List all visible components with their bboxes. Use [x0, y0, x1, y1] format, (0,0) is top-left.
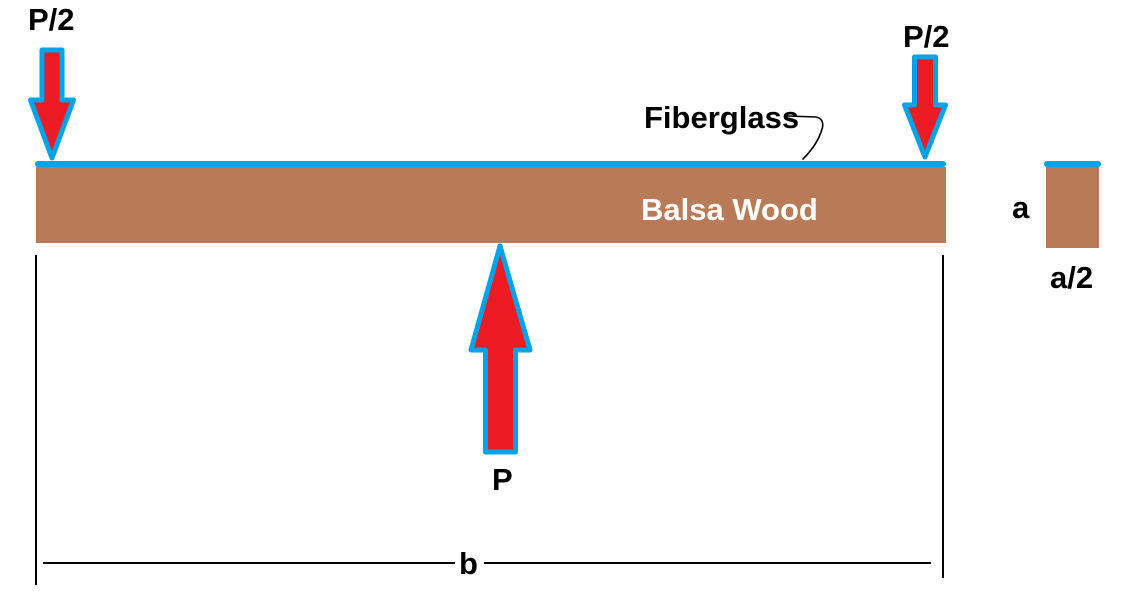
- load-label-left: P/2: [28, 2, 75, 37]
- span-label: b: [459, 546, 478, 581]
- load-arrow-right-down: [902, 54, 948, 160]
- fiberglass-label: Fiberglass: [644, 100, 800, 135]
- load-label-center: P: [492, 462, 513, 497]
- section-width-label: a/2: [1050, 260, 1094, 295]
- balsa-beam: [36, 167, 946, 243]
- dim-extension-line-right: [942, 255, 944, 578]
- section-balsa-body: [1046, 167, 1099, 248]
- leader-path: [787, 115, 824, 160]
- down-arrow-shape: [902, 54, 948, 160]
- fiberglass-layer: [35, 161, 946, 167]
- dim-line-right-segment: [484, 562, 931, 564]
- balsa-label: Balsa Wood: [641, 192, 818, 227]
- fiberglass-leader-line: [787, 115, 824, 160]
- load-arrow-left-down: [28, 47, 76, 161]
- load-label-right: P/2: [903, 19, 950, 54]
- dim-extension-line-left: [35, 255, 37, 585]
- section-fiberglass-layer: [1044, 161, 1101, 167]
- down-arrow-shape: [28, 47, 76, 161]
- up-arrow-shape: [468, 243, 533, 455]
- section-height-label: a: [1012, 190, 1030, 225]
- dim-line-left-segment: [43, 562, 455, 564]
- load-arrow-center-up: [468, 243, 533, 455]
